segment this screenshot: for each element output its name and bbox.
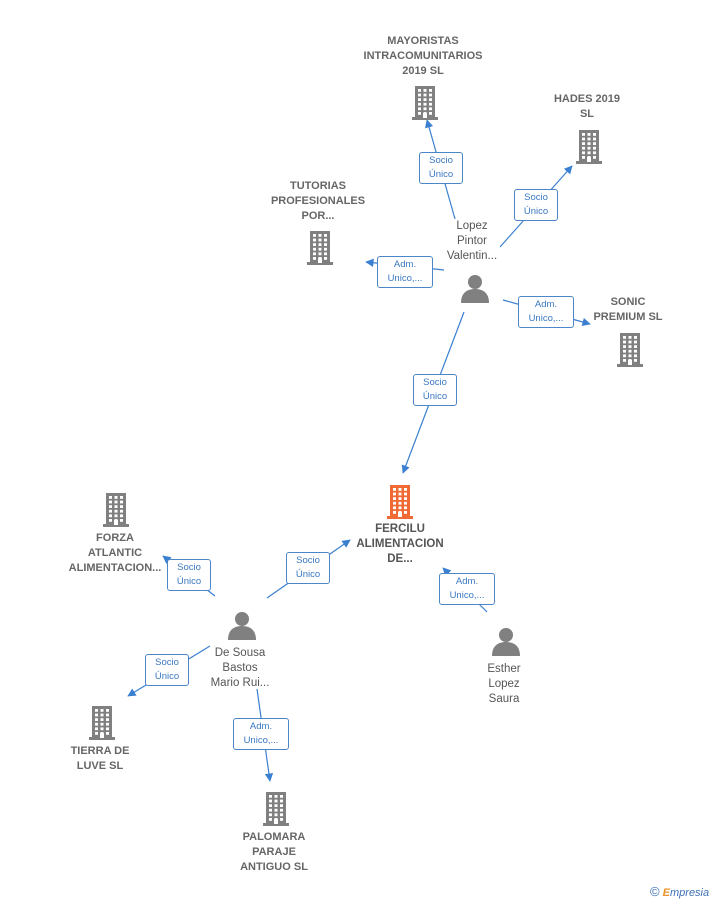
node-label-palomara[interactable]: PALOMARA PARAJE ANTIGUO SL: [220, 830, 328, 875]
node-label-mayoristas[interactable]: MAYORISTAS INTRACOMUNITARIOS 2019 SL: [352, 34, 494, 79]
edge-label-line: Socio: [524, 192, 548, 203]
node-label-line: ALIMENTACION: [356, 538, 444, 550]
copyright-icon: ©: [650, 884, 660, 899]
edge-label-lopez-tutorias[interactable]: Adm. Unico,...: [377, 256, 433, 288]
edge-label-line: Único: [154, 671, 180, 682]
edge-label-lopez-sonic[interactable]: Adm. Unico,...: [518, 296, 574, 328]
node-label-line: INTRACOMUNITARIOS: [363, 50, 483, 62]
node-label-sonic[interactable]: SONIC PREMIUM SL: [582, 295, 674, 325]
node-label-line: PALOMARA: [242, 831, 306, 843]
edge-label-line: Único: [428, 169, 454, 180]
edge-label-line: Unico,...: [243, 735, 279, 746]
edge-label-line: Socio: [423, 377, 447, 388]
person-icon[interactable]: [460, 273, 490, 308]
edge-label-line: Adm.: [534, 299, 558, 310]
edge-label-line: Socio: [296, 555, 320, 566]
edge-label-line: Unico,...: [449, 590, 485, 601]
node-label-line: FERCILU: [375, 523, 425, 535]
edge-label-line: Adm.: [393, 259, 417, 270]
edge-label-line: Único: [523, 206, 549, 217]
node-label-line: SL: [579, 108, 595, 120]
brand-rest: mpresia: [670, 887, 710, 899]
node-label-line: TUTORIAS: [289, 180, 347, 192]
edge-label-line: Único: [422, 391, 448, 402]
node-label-line: De Sousa: [214, 647, 266, 659]
node-label-forza[interactable]: FORZA ATLANTIC ALIMENTACION...: [56, 531, 174, 576]
edge-label-line: Socio: [429, 155, 453, 166]
edge-label-line: Unico,...: [387, 273, 423, 284]
empresia-credit: © Empresia: [650, 884, 709, 899]
node-label-line: MAYORISTAS: [387, 35, 459, 47]
edge-label-line: Único: [176, 576, 202, 587]
edge-label-desousa-palomara[interactable]: Adm. Unico,...: [233, 718, 289, 750]
edge-label-line: Socio: [177, 562, 201, 573]
node-label-line: LUVE SL: [76, 760, 124, 772]
node-label-fercilu[interactable]: FERCILU ALIMENTACION DE...: [340, 522, 460, 567]
brand-initial: E: [662, 887, 670, 899]
node-label-line: HADES 2019: [553, 93, 621, 105]
node-label-line: FORZA: [96, 532, 134, 544]
building-icon[interactable]: [86, 704, 118, 745]
building-icon[interactable]: [304, 229, 336, 270]
node-label-line: Esther: [487, 663, 521, 675]
building-icon[interactable]: [614, 331, 646, 372]
edge-label-esther-fercilu[interactable]: Adm. Unico,...: [439, 573, 495, 605]
node-label-line: ALIMENTACION...: [68, 562, 162, 574]
node-label-line: 2019 SL: [402, 65, 444, 77]
node-label-line: Lopez: [488, 678, 520, 690]
building-icon[interactable]: [260, 790, 292, 831]
node-label-line: POR...: [301, 210, 335, 222]
edge-label-line: Unico,...: [528, 313, 564, 324]
node-label-line: ATLANTIC: [87, 547, 143, 559]
node-label-line: Mario Rui...: [210, 677, 270, 689]
node-label-line: PROFESIONALES: [270, 195, 366, 207]
edge-label-line: Adm.: [455, 576, 479, 587]
building-icon[interactable]: [409, 84, 441, 125]
node-label-line: PREMIUM SL: [593, 311, 663, 323]
node-label-line: DE...: [387, 553, 413, 565]
person-icon[interactable]: [491, 626, 521, 661]
person-icon[interactable]: [227, 610, 257, 645]
node-label-line: Lopez: [456, 220, 488, 232]
node-label-line: SONIC: [610, 296, 646, 308]
node-label-line: ANTIGUO SL: [240, 861, 308, 873]
building-icon-main[interactable]: [384, 483, 416, 524]
edge-label-line: Adm.: [249, 721, 273, 732]
edge-label-line: Socio: [155, 657, 179, 668]
node-label-tierra[interactable]: TIERRA DE LUVE SL: [52, 744, 148, 774]
node-label-tutorias[interactable]: TUTORIAS PROFESIONALES POR...: [258, 179, 378, 224]
node-label-line: Saura: [488, 693, 520, 705]
node-label-line: Pintor: [456, 235, 488, 247]
node-label-line: PARAJE: [252, 846, 296, 858]
building-icon[interactable]: [573, 128, 605, 169]
node-label-line: Bastos: [222, 662, 258, 674]
building-icon[interactable]: [100, 491, 132, 532]
node-label-line: TIERRA DE: [70, 745, 130, 757]
node-label-line: Valentin...: [446, 250, 498, 262]
edge-label-line: Único: [295, 569, 321, 580]
